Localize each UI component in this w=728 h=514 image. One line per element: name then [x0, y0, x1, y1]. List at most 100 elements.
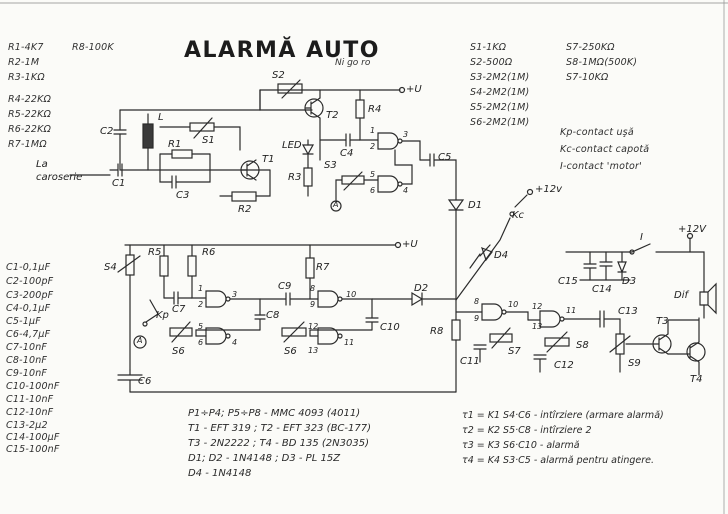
terminal-plus-12v-a — [526, 188, 534, 196]
gate-p5 — [317, 290, 339, 308]
pin-6-mid: 6 — [198, 338, 204, 347]
upper-left-wire — [119, 89, 261, 111]
c13-capacitor — [599, 310, 621, 335]
capacitor-c7-value: C7-10nF — [6, 342, 48, 353]
t3-transistor-leads — [652, 333, 669, 355]
pin-4-mid: 4 — [232, 338, 238, 347]
terminal-plus-u-top — [398, 86, 406, 94]
timing-t1: τ1 = K1 S4·C6 - intîrziere (armare alarm… — [462, 410, 664, 421]
components-diodes: D1; D2 - 1N4148 ; D3 - PL 15Z — [188, 453, 341, 464]
pin-13-right: 13 — [532, 322, 543, 331]
s5-wiper — [171, 321, 191, 343]
t1-label: T1 — [262, 154, 275, 165]
pin-12-mid: 12 — [308, 322, 319, 331]
c7-capacitor — [163, 291, 193, 305]
pin-12-right: 12 — [532, 302, 543, 311]
capacitor-c5-value: C5-1μF — [6, 316, 41, 327]
c12-capacitor — [533, 354, 547, 373]
d2-label: D2 — [414, 283, 429, 294]
kc-contact — [514, 194, 528, 208]
plus-12v-b-label: +12V — [678, 224, 706, 235]
resistor-r5-value: R5-22KΩ — [8, 109, 52, 120]
speaker-dif — [699, 282, 717, 315]
r2-resistor — [231, 191, 257, 202]
gate-p6-in — [309, 329, 373, 337]
c9-capacitor — [259, 292, 319, 306]
s8-potentiometer — [544, 337, 570, 347]
pin-2-top: 2 — [370, 142, 376, 151]
c1-label: C1 — [112, 178, 126, 189]
gate-p7 — [481, 303, 503, 321]
pin-9-right: 9 — [474, 314, 480, 323]
pot-s1-value: S1-1KΩ — [470, 42, 507, 53]
contact-i-legend: I-contact 'motor' — [560, 161, 642, 172]
plus-u-mid-label: +U — [402, 239, 418, 250]
c13-label: C13 — [618, 306, 638, 317]
rail-to-speaker — [655, 251, 705, 293]
pot-s4-value: S4-2M2(1M) — [470, 87, 530, 98]
t1-transistor-leads — [240, 159, 257, 181]
pot-s6-value: S6-2M2(1M) — [470, 117, 530, 128]
components-ic: P1÷P4; P5÷P8 - MMC 4093 (4011) — [188, 408, 361, 419]
pin-11-mid: 11 — [344, 338, 355, 347]
capacitor-c13-value: C13-2μ2 — [6, 420, 48, 431]
c15-capacitor — [583, 251, 597, 281]
t3-label: T3 — [656, 316, 669, 327]
c12-label: C12 — [554, 360, 574, 371]
pin-8-mid: 8 — [310, 284, 316, 293]
c6-capacitor — [117, 369, 143, 393]
c2-label: C2 — [100, 126, 114, 137]
d1-diode — [447, 199, 465, 212]
s1-wiper — [193, 117, 213, 139]
t4-wiring — [667, 317, 700, 376]
r6-label: R6 — [202, 247, 216, 258]
switch-i-label: I — [640, 232, 643, 243]
capacitor-c11-value: C11-10nF — [6, 394, 54, 405]
led-diode — [301, 144, 315, 156]
kp-label: Kp — [156, 310, 169, 321]
pot-s9-value: S7-10KΩ — [566, 72, 609, 83]
pin-10-mid: 10 — [346, 290, 357, 299]
pin-9-mid: 9 — [310, 300, 316, 309]
pin-3-top: 3 — [403, 130, 409, 139]
gate-p4-in — [195, 329, 261, 337]
d2-diode — [411, 291, 424, 307]
timing-t4: τ4 = K4 S3·C5 - alarmă pentru atingere. — [462, 455, 654, 466]
pin-2-mid: 2 — [198, 300, 204, 309]
s2-potentiometer — [277, 83, 303, 94]
led-label: LED — [282, 140, 302, 151]
components-t1-t2: T1 - EFT 319 ; T2 - EFT 323 (BC-177) — [188, 423, 372, 434]
d4-label: D4 — [494, 250, 509, 261]
capacitor-c10-value: C10-100nF — [6, 381, 60, 392]
r2-wiring — [219, 169, 271, 197]
test-point-a-left-label: A — [137, 336, 143, 345]
terminal-plus-u-mid — [394, 241, 402, 249]
pin-6-top: 6 — [370, 186, 376, 195]
s8-label: S8 — [576, 340, 589, 351]
resistor-r1-value: R1-4K7 — [8, 42, 44, 53]
s3-wiring — [335, 179, 379, 201]
s3-wiper — [343, 171, 363, 191]
capacitor-c3-value: C3-200pF — [6, 290, 54, 301]
c5-label: C5 — [438, 152, 452, 163]
gate-p8 — [539, 310, 561, 328]
s5-potentiometer — [169, 327, 193, 337]
s4-label: S4 — [104, 262, 117, 273]
pin-11-right: 11 — [566, 306, 577, 315]
s8-wiper — [546, 331, 568, 353]
gate-p1 — [377, 132, 399, 150]
d1-label: D1 — [468, 200, 483, 211]
switch-i-contact — [631, 243, 651, 253]
pin-1-mid: 1 — [198, 284, 204, 293]
t2-transistor-leads — [305, 97, 321, 119]
s9-label: S9 — [628, 358, 641, 369]
contact-kp-legend: Kp-contact uşă — [560, 127, 634, 138]
pot-s3-value: S3-2M2(1M) — [470, 72, 530, 83]
r4-wiring — [359, 89, 379, 141]
s6-potentiometer — [281, 327, 307, 337]
d4-lead — [469, 253, 481, 269]
plus-u-top-label: +U — [406, 84, 422, 95]
resistor-r8-value: R8-100K — [72, 42, 114, 53]
r5-resistor — [159, 255, 169, 277]
s2-wiper-arrow — [281, 79, 301, 99]
